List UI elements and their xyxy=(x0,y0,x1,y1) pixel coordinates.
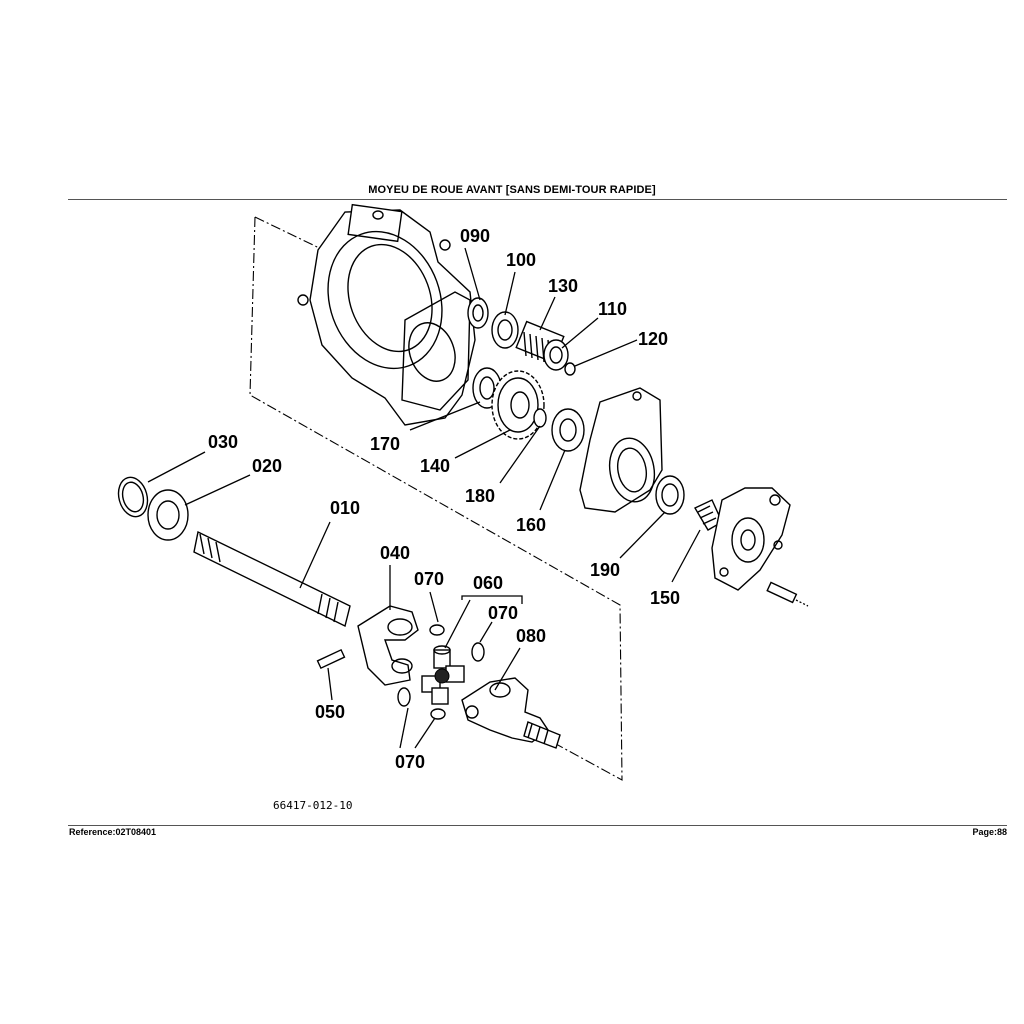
callout-080: 080 xyxy=(516,626,546,646)
callout-070-right: 070 xyxy=(488,603,518,623)
callout-020: 020 xyxy=(252,456,282,476)
gear-case-housing xyxy=(297,203,476,426)
footer-page-number: Page:88 xyxy=(972,827,1007,837)
callout-070-lower: 070 xyxy=(395,752,425,772)
part-040-yoke xyxy=(357,605,419,686)
part-070-snap-rings xyxy=(397,624,485,720)
header-divider xyxy=(68,199,1007,200)
callout-100: 100 xyxy=(506,250,536,270)
part-150-hub-flange xyxy=(694,487,809,607)
part-080-yoke xyxy=(461,677,561,749)
callout-170: 170 xyxy=(370,434,400,454)
callout-030: 030 xyxy=(208,432,238,452)
part-160-bearing xyxy=(551,408,585,452)
callout-070-upper: 070 xyxy=(414,569,444,589)
part-100-bearing xyxy=(491,311,519,349)
part-140-gear xyxy=(491,370,545,440)
callout-labels: 090 100 130 110 120 170 140 180 160 190 … xyxy=(208,226,680,772)
part-110-bearing xyxy=(543,339,569,371)
callout-150: 150 xyxy=(650,588,680,608)
callout-120: 120 xyxy=(638,329,668,349)
part-010-drive-shaft xyxy=(193,530,351,628)
footer-reference: Reference:02T08401 xyxy=(69,827,157,837)
footer-divider xyxy=(68,825,1007,826)
callout-050: 050 xyxy=(315,702,345,722)
part-190-oil-seal xyxy=(655,475,685,515)
callout-140: 140 xyxy=(420,456,450,476)
callout-130: 130 xyxy=(548,276,578,296)
callout-180: 180 xyxy=(465,486,495,506)
part-060-cross-joint xyxy=(421,645,465,705)
part-030-circlip xyxy=(117,476,149,518)
callout-110: 110 xyxy=(598,299,627,319)
part-020-bearing xyxy=(147,489,189,541)
callout-060: 060 xyxy=(473,573,503,593)
part-120-nut xyxy=(564,362,576,376)
part-090-bearing xyxy=(467,297,489,329)
hub-cover-plate xyxy=(579,387,663,513)
callout-090: 090 xyxy=(460,226,490,246)
callout-010: 010 xyxy=(330,498,360,518)
leader-lines xyxy=(147,247,701,749)
part-180-collar xyxy=(533,408,547,428)
part-050-pin xyxy=(316,648,346,670)
page-title: MOYEU DE ROUE AVANT [SANS DEMI-TOUR RAPI… xyxy=(368,184,656,196)
callout-160: 160 xyxy=(516,515,546,535)
callout-190: 190 xyxy=(590,560,620,580)
figure-code: 66417-012-10 xyxy=(273,799,352,812)
callout-040: 040 xyxy=(380,543,410,563)
